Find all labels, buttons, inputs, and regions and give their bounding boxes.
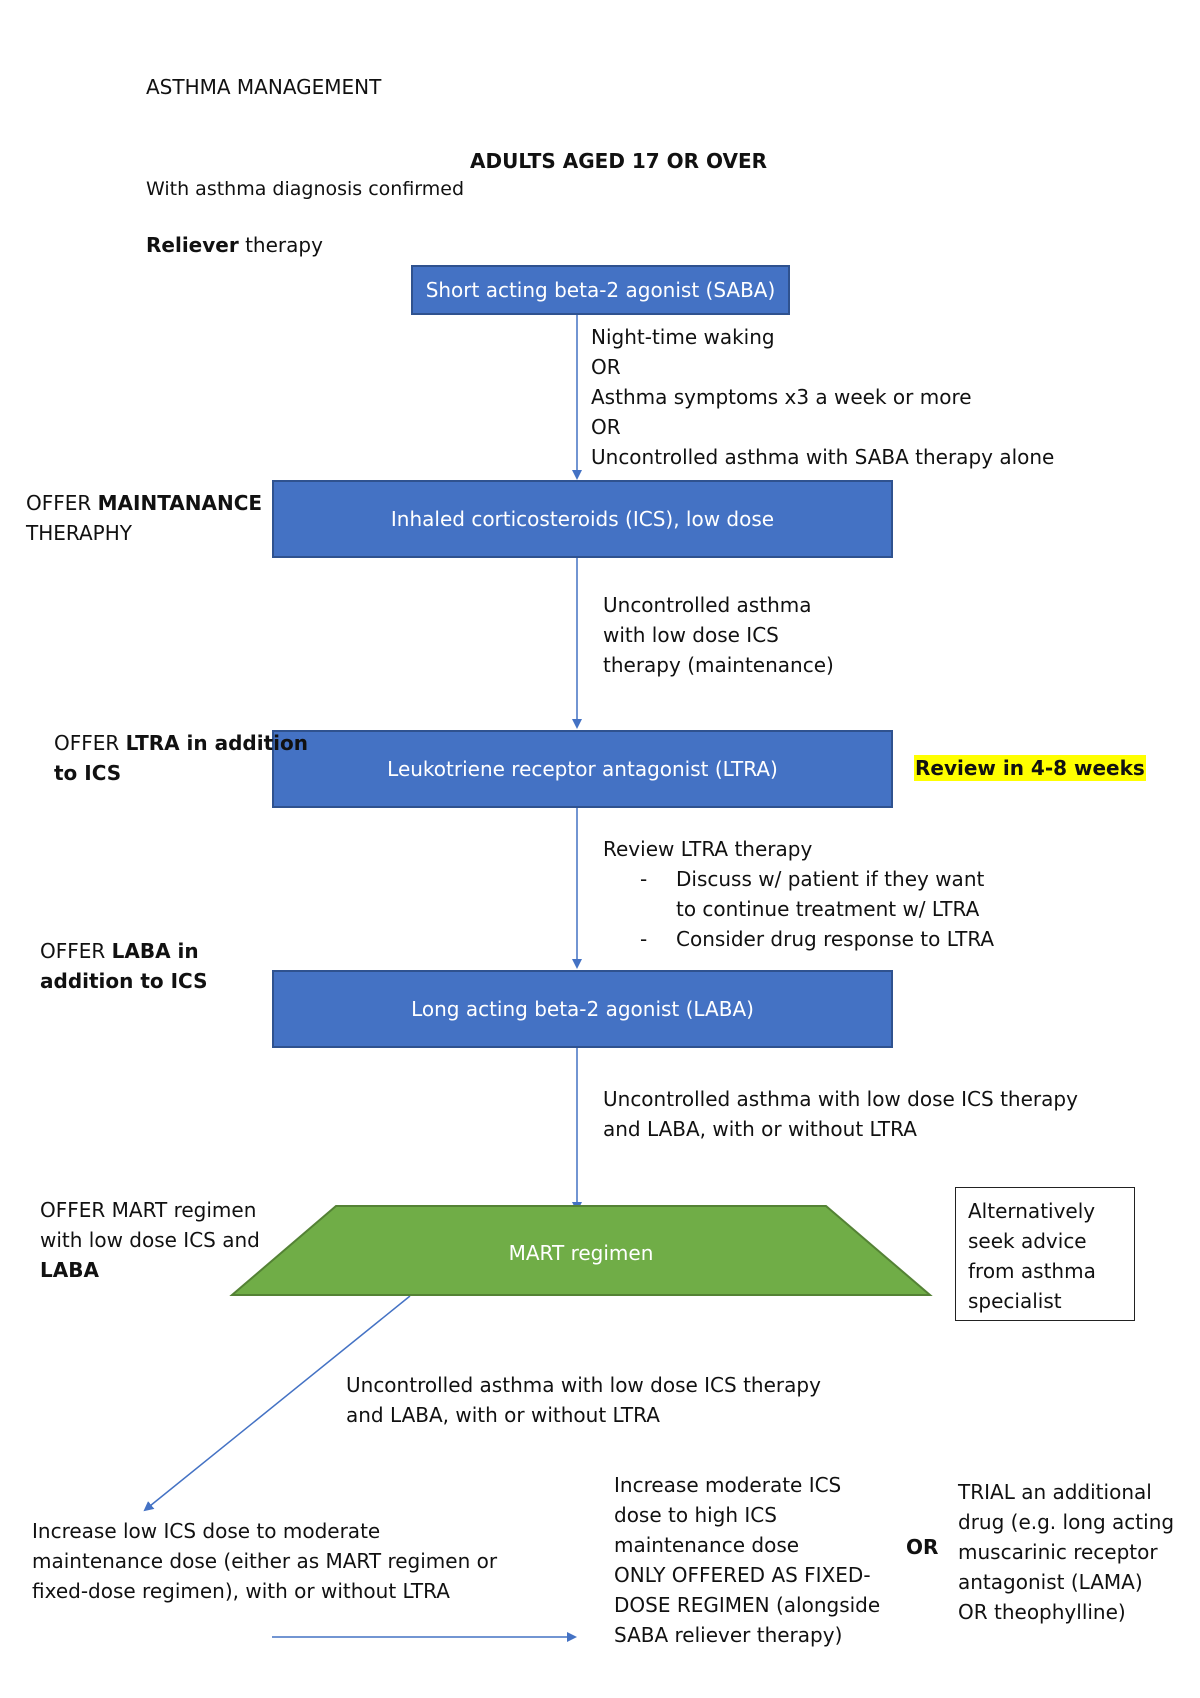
audience-heading: ADULTS AGED 17 OR OVER	[470, 149, 768, 173]
reliever-label-bold: Reliever	[146, 233, 239, 257]
ics-box-label: Inhaled corticosteroids (ICS), low dose	[390, 507, 775, 531]
review-point: Consider drug response to LTRA	[640, 924, 994, 954]
saba-box-label: Short acting beta-2 agonist (SABA)	[425, 278, 776, 302]
review-note: Review in 4-8 weeks	[914, 755, 1146, 781]
saba-box: Short acting beta-2 agonist (SABA)	[411, 265, 790, 315]
condition-saba-to-ics: Night-time waking OR Asthma symptoms x3 …	[591, 322, 1054, 472]
condition-line: OR	[591, 415, 621, 439]
side-label-ltra: OFFER LTRA in addition to ICS	[54, 731, 308, 785]
laba-box: Long acting beta-2 agonist (LABA)	[272, 970, 893, 1048]
mart-trapezoid	[229, 1205, 933, 1296]
final-step-high: Increase moderate ICS dose to high ICS m…	[614, 1473, 881, 1647]
page-title: ASTHMA MANAGEMENT	[146, 75, 382, 99]
condition-line: Uncontrolled asthma with SABA therapy al…	[591, 445, 1055, 469]
side-label-mart: OFFER MART regimen with low dose ICS and…	[40, 1198, 260, 1282]
condition-line: Night-time waking	[591, 325, 775, 349]
side-label-laba: OFFER LABA in addition to ICS	[40, 939, 208, 993]
condition-ics-to-ltra: Uncontrolled asthma with low dose ICS th…	[603, 590, 834, 680]
condition-laba-to-mart: Uncontrolled asthma with low dose ICS th…	[603, 1084, 1078, 1144]
condition-line: therapy (maintenance)	[603, 653, 834, 677]
alternative-line: from asthma	[968, 1259, 1096, 1283]
condition-ltra-review-heading: Review LTRA therapy	[603, 837, 813, 861]
condition-line: with low dose ICS	[603, 623, 779, 647]
alternative-line: specialist	[968, 1289, 1062, 1313]
audience-subtitle: With asthma diagnosis confirmed	[146, 178, 465, 200]
final-step-moderate: Increase low ICS dose to moderate mainte…	[32, 1519, 498, 1603]
alternative-line: seek advice	[968, 1229, 1087, 1253]
condition-line: Asthma symptoms x3 a week or more	[591, 385, 972, 409]
condition-mart-to-increase: Uncontrolled asthma with low dose ICS th…	[346, 1370, 821, 1430]
condition-line: and LABA, with or without LTRA	[346, 1403, 660, 1427]
final-step-trial: TRIAL an additional drug (e.g. long acti…	[958, 1480, 1175, 1624]
condition-line: OR	[591, 355, 621, 379]
reliever-label-rest: therapy	[238, 233, 323, 257]
condition-line: Uncontrolled asthma	[603, 593, 812, 617]
or-label: OR	[906, 1535, 939, 1559]
laba-box-label: Long acting beta-2 agonist (LABA)	[411, 997, 754, 1021]
reliever-label: Reliever therapy	[146, 230, 323, 260]
alternative-line: Alternatively	[968, 1199, 1096, 1223]
condition-line: Uncontrolled asthma with low dose ICS th…	[603, 1087, 1078, 1111]
ltra-box: Leukotriene receptor antagonist (LTRA)	[272, 730, 893, 808]
condition-line: Uncontrolled asthma with low dose ICS th…	[346, 1373, 821, 1397]
ics-box: Inhaled corticosteroids (ICS), low dose	[272, 480, 893, 558]
side-label-ics: OFFER MAINTANANCE THERAPHY	[26, 491, 263, 545]
mart-label: MART regimen	[508, 1241, 654, 1265]
alternative-note-box: Alternatively seek advice from asthma sp…	[955, 1187, 1135, 1321]
arrow-mart-to-moderate	[143, 1295, 411, 1512]
ltra-box-label: Leukotriene receptor antagonist (LTRA)	[387, 757, 778, 781]
condition-line: and LABA, with or without LTRA	[603, 1117, 917, 1141]
